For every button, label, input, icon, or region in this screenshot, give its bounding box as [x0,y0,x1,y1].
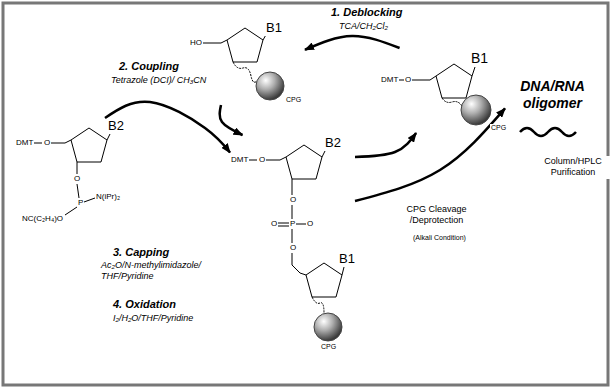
nucleoside-structure [397,64,491,125]
condition-note: (Alkali Condition) [412,234,467,243]
reaction-arrow [355,133,416,157]
atom-label: DMT [380,75,399,85]
product-label: DNA/RNA oligomer [505,78,600,112]
reaction-arrow [105,102,230,153]
atom-label: B2 [324,135,342,151]
process-note: CPG Cleavage /Deprotection [398,204,475,227]
atom-label: O [258,155,266,165]
atom-label: O [270,219,278,229]
frame [3,3,608,385]
product-label: DNA/RNA oligomer [505,78,600,116]
atom-label: O [289,243,297,253]
step-title: 4. Oxidation [112,298,177,312]
amidite-structure [33,128,111,215]
atom-label: NC(C₂H₄)O [21,214,64,224]
atom-label: O [306,219,314,229]
reagent-note: Tetrazole (DCI)/ CH₃CN [110,75,207,86]
atom-label: DMT [230,155,249,165]
atom-label: P [77,198,84,208]
nucleoside-structure: HO B1CPG [185,20,305,105]
nucleoside-structure: DMT O B1CPG [378,48,505,133]
atom-label: O [289,195,297,205]
dinucleotide-structure: DMTOB2OPOOOB1CPG [230,135,355,355]
atom-label: B1 [470,50,489,67]
step-title: 2. Coupling [118,60,180,74]
atom-label: B1 [265,20,283,36]
step-title: 1. Deblocking [330,6,404,20]
atom-label: B1 [338,251,356,267]
atom-label: HO [189,38,203,48]
oligomer-wave [520,128,576,136]
atom-label: CPG [285,96,302,104]
amidite-structure: DMT O B2O P N(iPr)₂ NC(C₂H₄)O [15,118,135,243]
atom-label: P [289,219,296,229]
atom-label: N(iPr)₂ [95,192,121,202]
atom-label: CPG [320,343,337,351]
reagent-note: Ac₂O/N-methylimidazole/ THF/Pyridine [100,260,227,283]
atom-label: O [404,75,412,85]
process-note: Column/HPLC Purification [536,156,610,179]
atom-label: O [73,174,81,184]
reaction-arrow [355,108,505,201]
atom-label: B2 [107,118,125,134]
step-title: 3. Capping [112,246,170,260]
reagent-note: TCA/CH₂Cl₂ [338,21,389,32]
reaction-arrow [220,105,243,135]
nucleoside-structure [202,28,284,100]
reagent-note: I₂/H₂O/THF/Pyridine [112,313,194,324]
reaction-arrow [305,36,400,50]
dinucleotide-structure [248,145,344,341]
atom-label: CPG [490,124,507,132]
atom-label: DMT [15,138,34,148]
atom-label: O [43,138,51,148]
